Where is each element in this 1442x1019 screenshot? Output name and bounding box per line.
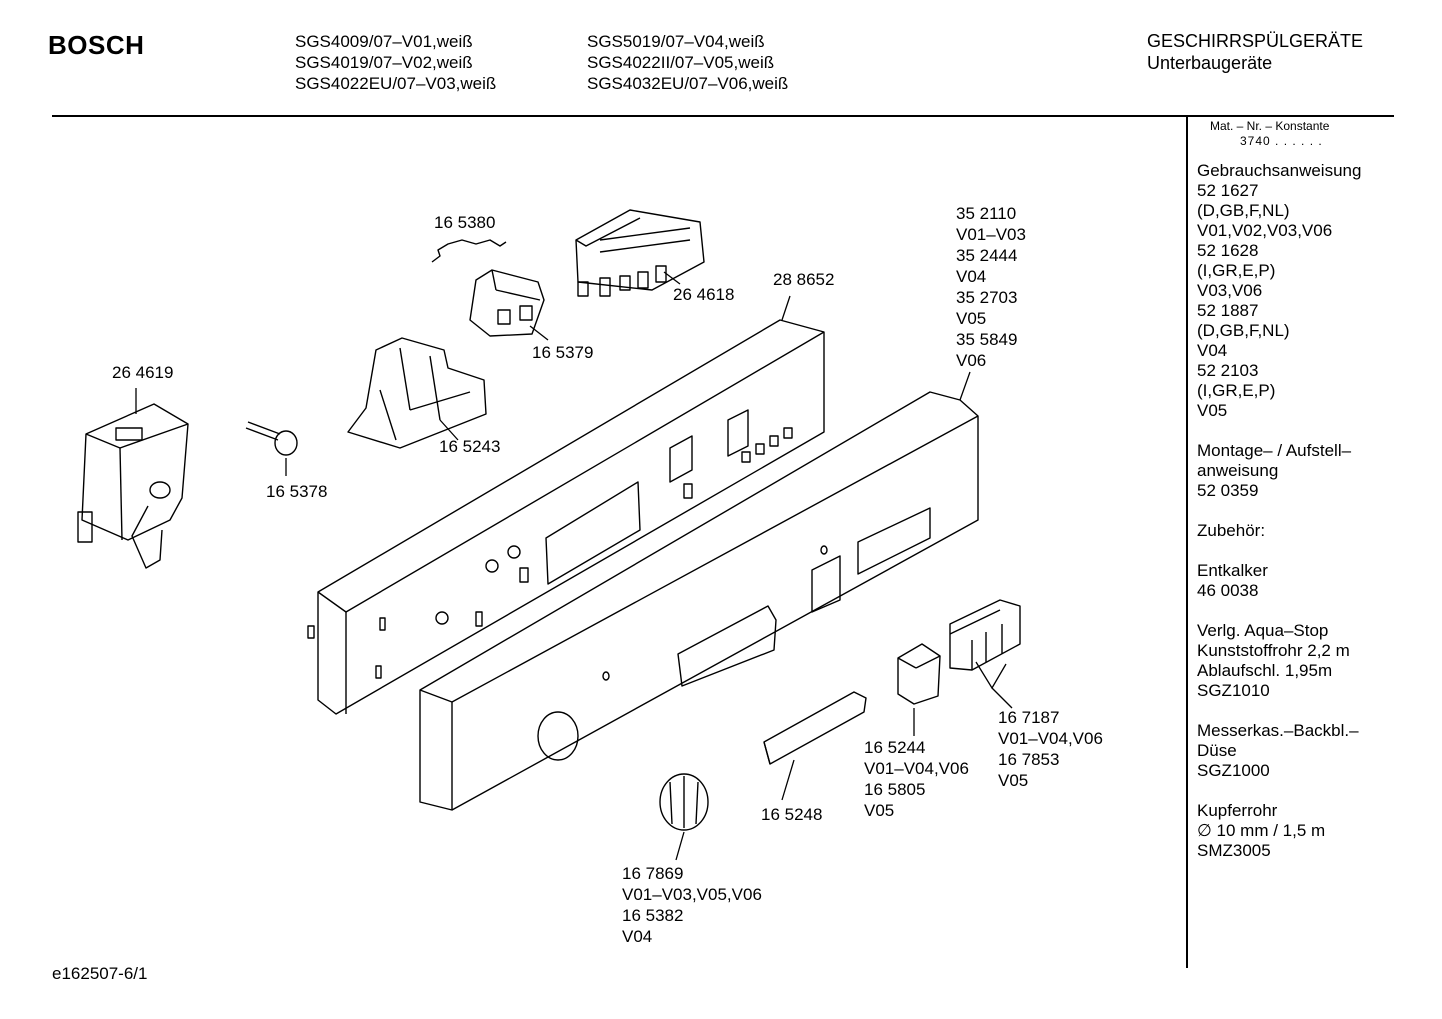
knob-part [659,773,709,831]
list-item: Ablaufschl. 1,95m [1197,661,1333,680]
list-item: Kupferrohr [1197,801,1278,820]
label-167869: 16 7869 V01–V03,V05,V06 16 5382 V04 [622,864,762,946]
list-item: SGZ1000 [1197,761,1270,780]
list-item: SMZ3005 [1197,841,1271,860]
cover-strip-part [763,691,867,765]
label-165248: 16 5248 [761,805,823,824]
list-item: V05 [1197,401,1228,420]
list-item: 52 1628 [1197,241,1259,260]
list-item: V03,V06 [1197,281,1263,300]
model-item: SGS4022EU/07–V03,weiß [295,74,497,93]
leader-line [675,831,685,861]
leader-line [663,271,681,285]
spring-part [431,239,507,263]
list-item: (D,GB,F,NL) [1197,201,1290,220]
label-264618: 26 4618 [673,285,735,304]
leader-line [529,325,549,341]
list-item: SGZ1010 [1197,681,1270,700]
model-item: SGS4019/07–V02,weiß [295,53,473,72]
leader-line [781,295,791,321]
list-item: 46 0038 [1197,581,1259,600]
model-item: SGS4009/07–V01,weiß [295,32,473,51]
programmer-part [77,403,189,569]
list-item: ∅ 10 mm / 1,5 m [1197,821,1326,840]
lamp-part [245,421,298,456]
model-item: SGS4022II/07–V05,weiß [587,53,775,72]
list-item: 52 2103 [1197,361,1259,380]
model-list-2: SGS5019/07–V04,weiß SGS4022II/07–V05,wei… [587,31,788,94]
leader-line [991,687,1013,709]
label-167187: 16 7187 V01–V04,V06 16 7853 V05 [998,708,1103,790]
mat-title: Mat. – Nr. – Konstante [1210,119,1330,133]
list-item: Messerkas.–Backbl.– [1197,721,1359,740]
leader-line [781,759,795,801]
list-item: Gebrauchsanweisung [1197,161,1362,180]
model-list-1: SGS4009/07–V01,weiß SGS4019/07–V02,weiß … [295,31,496,94]
document-reference: e162507-6/1 [52,964,148,983]
sidebar-divider [1186,116,1188,968]
list-item: 52 0359 [1197,481,1259,500]
switch-block-part [575,209,705,297]
label-165379: 16 5379 [532,343,594,362]
list-item: V01,V02,V03,V06 [1197,221,1333,240]
button-strip-part [949,599,1021,671]
button-part [897,643,941,705]
list-item: Kunststoffrohr 2,2 m [1197,641,1350,660]
list-item: Düse [1197,741,1237,760]
leader-line [439,419,459,441]
list-item: (I,GR,E,P) [1197,261,1276,280]
list-item: Zubehör: [1197,521,1266,540]
list-item: anweisung [1197,461,1279,480]
leader-line [959,371,971,401]
list-item: V04 [1197,341,1228,360]
bracket-part [347,337,487,449]
list-item: 52 1627 [1197,181,1259,200]
label-165244: 16 5244 V01–V04,V06 16 5805 V05 [864,738,969,820]
header-divider [52,115,1394,117]
label-352110: 35 2110 V01–V03 35 2444 V04 35 2703 V05 … [956,204,1026,370]
list-item: Montage– / Aufstell– [1197,441,1352,460]
category-title: GESCHIRRSPÜLGERÄTE Unterbaugeräte [1147,30,1363,74]
list-item: Entkalker [1197,561,1268,580]
material-number-block: Mat. – Nr. – Konstante 3740 . . . . . . [1210,119,1329,149]
label-165378: 16 5378 [266,482,328,501]
label-165243: 16 5243 [439,437,501,456]
list-item: Verlg. Aqua–Stop [1197,621,1329,640]
brand-logo: BOSCH [48,30,145,60]
list-item: 52 1887 [1197,301,1259,320]
category: GESCHIRRSPÜLGERÄTE [1147,31,1364,51]
label-264619: 26 4619 [112,363,174,382]
label-165380: 16 5380 [434,213,496,232]
label-288652: 28 8652 [773,270,835,289]
model-item: SGS5019/07–V04,weiß [587,32,765,51]
switch-housing-part [469,269,545,337]
front-panel-part [419,391,979,811]
model-item: SGS4032EU/07–V06,weiß [587,74,789,93]
list-item: (I,GR,E,P) [1197,381,1276,400]
inner-panel-part [307,319,825,715]
subcategory: Unterbaugeräte [1147,53,1273,73]
list-item: (D,GB,F,NL) [1197,321,1290,340]
mat-value: 3740 . . . . . . [1240,134,1323,148]
